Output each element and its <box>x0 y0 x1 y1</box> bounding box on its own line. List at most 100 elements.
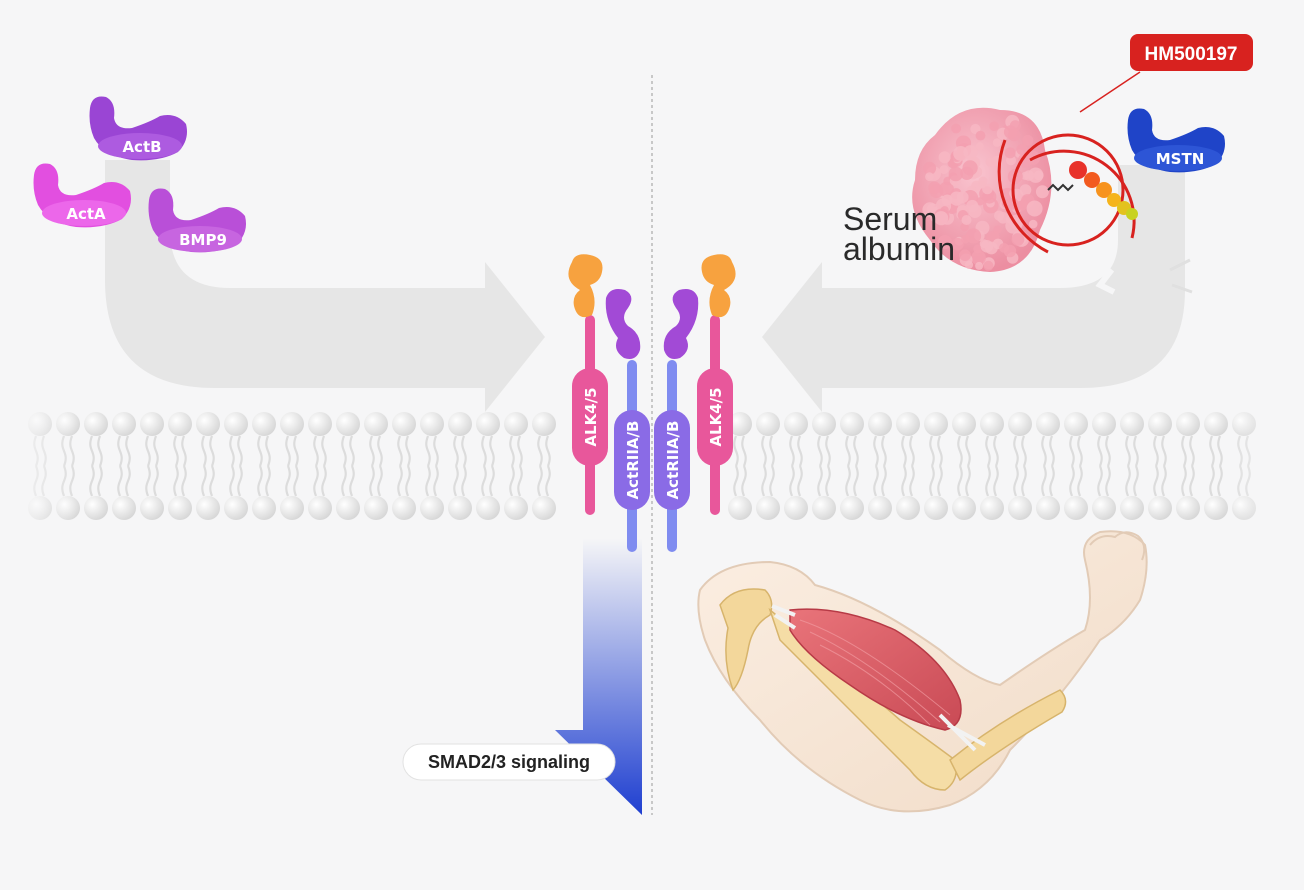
lipid-tail <box>1013 435 1027 467</box>
lipid-tail <box>1097 435 1111 467</box>
lipid-tail <box>1209 435 1223 467</box>
receptor-alk-left: ALK4/5 <box>568 254 608 515</box>
lipid-head <box>168 412 192 436</box>
lipid-tail <box>1209 465 1223 497</box>
serum-albumin-protein <box>912 107 1052 273</box>
lipid-head <box>1092 496 1116 520</box>
albumin-bump <box>978 176 988 186</box>
alk-right-label: ALK4/5 <box>707 387 725 446</box>
lipid-head <box>868 496 892 520</box>
lipid-tail <box>537 465 551 497</box>
albumin-bump <box>1017 153 1033 168</box>
lipid-tail <box>761 435 775 467</box>
actr-right-label: ActRIIA/B <box>664 421 682 500</box>
lipid-tail <box>173 465 187 497</box>
albumin-bump <box>948 166 963 182</box>
actr-left-label: ActRIIA/B <box>624 421 642 500</box>
lipid-head <box>1148 412 1172 436</box>
lipid-tail <box>733 465 747 497</box>
lipid-tail <box>341 435 355 467</box>
albumin-bump <box>1033 170 1044 181</box>
albumin-bump <box>961 215 972 225</box>
lipid-tail <box>173 435 187 467</box>
lipid-tail <box>313 435 327 467</box>
lipid-head <box>1008 412 1032 436</box>
albumin-bump <box>1003 244 1017 258</box>
left-pathway-arrow <box>105 160 545 412</box>
albumin-bump <box>941 194 953 206</box>
lipid-tail <box>957 465 971 497</box>
lipid-head <box>280 496 304 520</box>
albumin-bump <box>992 138 1002 147</box>
lipid-head <box>336 412 360 436</box>
lipid-head <box>392 412 416 436</box>
lipid-head <box>532 496 556 520</box>
lipid-tail <box>873 435 887 467</box>
albumin-bump <box>939 165 949 175</box>
lipid-head <box>392 496 416 520</box>
lipid-tail <box>985 435 999 467</box>
lipid-head <box>980 496 1004 520</box>
serum-albumin-line2: albumin <box>843 231 955 267</box>
lipid-tail <box>313 465 327 497</box>
albumin-bump <box>964 260 974 269</box>
albumin-bump <box>973 244 983 254</box>
lipid-tail <box>285 435 299 467</box>
lipid-head <box>364 496 388 520</box>
lipid-tail <box>1181 435 1195 467</box>
smad-signaling-label: SMAD2/3 signaling <box>428 752 590 772</box>
membrane-fade-right <box>1224 400 1304 530</box>
lipid-head <box>112 496 136 520</box>
lipid-head <box>336 496 360 520</box>
mstn-label: MSTN <box>1156 150 1205 168</box>
lipid-head <box>308 496 332 520</box>
lipid-head <box>784 496 808 520</box>
lipid-head <box>1204 496 1228 520</box>
actb-label: ActB <box>122 138 161 156</box>
lipid-tail <box>761 465 775 497</box>
albumin-bump <box>975 261 984 270</box>
lipid-head <box>1064 412 1088 436</box>
lipid-tail <box>117 465 131 497</box>
lipid-head <box>728 496 752 520</box>
lipid-head <box>420 496 444 520</box>
lipid-tail <box>117 435 131 467</box>
hm500197-callout-line <box>1079 71 1141 113</box>
lipid-head <box>840 412 864 436</box>
lipid-head <box>1036 496 1060 520</box>
albumin-bump <box>994 210 1005 221</box>
lipid-head <box>756 496 780 520</box>
lipid-head <box>1176 496 1200 520</box>
lipid-tail <box>257 435 271 467</box>
receptor-actr-left: ActRIIA/B <box>605 289 650 552</box>
lipid-head <box>224 496 248 520</box>
lipid-head <box>252 412 276 436</box>
albumin-bump <box>1028 219 1038 229</box>
lipid-tail <box>397 435 411 467</box>
albumin-bump <box>975 142 984 151</box>
lipid-tail <box>1097 465 1111 497</box>
lipid-head <box>168 496 192 520</box>
albumin-bump <box>963 145 978 160</box>
lipid-head <box>140 496 164 520</box>
lipid-head <box>504 412 528 436</box>
lipid-tail <box>845 435 859 467</box>
lipid-head <box>868 412 892 436</box>
right-pathway-arrow <box>762 165 1193 412</box>
lipid-head <box>364 412 388 436</box>
lipid-tail <box>425 465 439 497</box>
lipid-tail <box>369 465 383 497</box>
albumin-bump <box>949 191 964 206</box>
lipid-head <box>980 412 1004 436</box>
membrane-fade-left <box>0 400 80 530</box>
lipid-tail <box>901 465 915 497</box>
lipid-head <box>420 412 444 436</box>
albumin-bump <box>923 161 937 175</box>
receptor-alk-right: ALK4/5 <box>697 254 736 515</box>
lipid-head <box>756 412 780 436</box>
lipid-tail <box>845 465 859 497</box>
lipid-tail <box>145 435 159 467</box>
lipid-tail <box>145 465 159 497</box>
lipid-tail <box>1125 465 1139 497</box>
